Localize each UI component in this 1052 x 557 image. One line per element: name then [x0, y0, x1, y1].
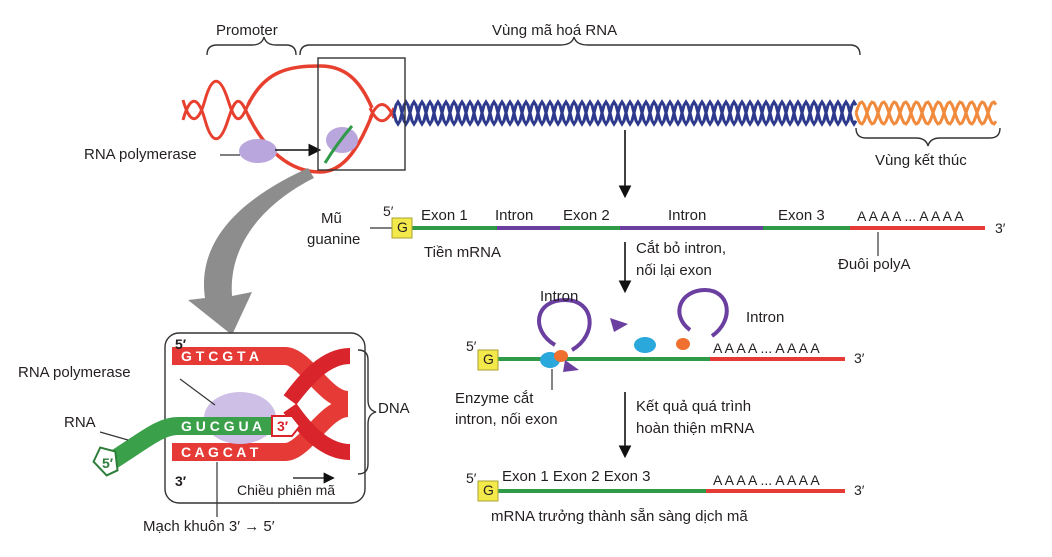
rna-polymerase-label: RNA polymerase — [84, 146, 197, 163]
direction-label: Chiều phiên mã — [237, 482, 336, 498]
polya-a-label: A A A A ... A A A A — [857, 208, 964, 224]
helix-strand-2 — [392, 99, 858, 127]
dna-helix-after-bubble — [368, 103, 396, 123]
g-cap-c: G — [483, 482, 494, 498]
intron-loop-left — [537, 297, 592, 352]
intron-c-label: Intron — [540, 288, 579, 305]
seq-rna: G U C G U A — [181, 418, 263, 434]
five-prime-c: 5′ — [466, 470, 477, 486]
template-strand-label: Mạch khuôn 3′ → 5′ — [143, 518, 275, 535]
rna-5prime-tag — [92, 446, 119, 477]
enzyme-blob-orange — [676, 338, 690, 350]
coding-region-label: Vùng mã hoá RNA — [492, 22, 618, 39]
intron-loop-right — [677, 287, 729, 338]
step1-line1: Cắt bỏ intron, — [636, 240, 727, 257]
inset-3prime: 3′ — [175, 473, 187, 489]
promoter-label: Promoter — [216, 22, 278, 39]
g-cap-box-b — [477, 349, 499, 371]
dna-helix-terminator — [854, 100, 998, 126]
promoter-brace — [206, 36, 297, 56]
three-prime-c: 3′ — [854, 482, 865, 498]
rna-3prime-label: 3′ — [277, 418, 289, 434]
cap-label-2: guanine — [307, 231, 361, 248]
rna-polymerase-blob — [239, 139, 277, 163]
three-prime-b: 3′ — [854, 350, 865, 366]
step2-line1: Kết quả quá trình — [636, 398, 752, 415]
inset-crossover-a — [283, 348, 351, 405]
polya-tail-label: Đuôi polyA — [838, 256, 911, 273]
rna-pointer — [99, 431, 129, 441]
step1-line2: nối lại exon — [636, 262, 712, 279]
helix-strand-2 — [854, 100, 998, 126]
enzyme-complex-purple — [563, 360, 579, 372]
exon3-label: Exon 3 — [778, 207, 825, 224]
helix-strand-1 — [392, 99, 858, 127]
enzyme-line2: intron, nối exon — [455, 411, 558, 428]
g-cap-a: G — [397, 219, 408, 235]
zoom-box — [317, 57, 406, 171]
termination-label: Vùng kết thúc — [875, 152, 967, 169]
helix-strand-1 — [854, 100, 998, 126]
pre-mrna-label: Tiền mRNA — [424, 244, 501, 261]
zoom-arrow — [188, 168, 314, 335]
mature-mrna-label: mRNA trưởng thành sẵn sàng dịch mã — [491, 508, 748, 525]
inset-polymerase-pointer — [179, 378, 216, 406]
g-cap-box-a — [391, 217, 413, 239]
three-prime-a: 3′ — [995, 220, 1006, 236]
inset-rna-label: RNA — [64, 414, 96, 431]
dna-helix-coding — [392, 99, 858, 127]
dna-helix-promoter — [181, 79, 252, 141]
enzyme-line1: Enzyme cắt — [455, 390, 534, 407]
termination-brace — [855, 127, 1001, 147]
five-prime-b: 5′ — [466, 338, 477, 354]
inset-dna-label: DNA — [378, 400, 410, 417]
intron-d-label: Intron — [746, 309, 785, 326]
seq-top: G T C G T A — [181, 348, 260, 364]
intron-b-label: Intron — [668, 207, 707, 224]
transcription-bubble — [246, 64, 374, 109]
inset-dna-brace — [357, 349, 377, 475]
nascent-rna-strand — [323, 125, 354, 164]
enzyme-blob-blue — [634, 337, 656, 353]
cap-label-1: Mũ — [321, 210, 342, 227]
exon2-label: Exon 2 — [563, 207, 610, 224]
polya-c-label: A A A A ... A A A A — [713, 472, 820, 488]
g-cap-box-c — [477, 480, 499, 502]
g-cap-b: G — [483, 351, 494, 367]
inset-5prime: 5′ — [175, 336, 187, 352]
five-prime-a: 5′ — [383, 203, 394, 219]
coding-region-brace — [299, 36, 861, 56]
rna-3prime-tag — [271, 415, 302, 437]
polya-b-label: A A A A ... A A A A — [713, 340, 820, 356]
intron-fragment — [610, 318, 628, 332]
inset-crossover-b — [283, 403, 351, 460]
rna-5prime-label: 5′ — [102, 455, 114, 471]
mature-exons-label: Exon 1 Exon 2 Exon 3 — [502, 468, 651, 485]
step2-line2: hoàn thiện mRNA — [636, 420, 755, 437]
inset-polymerase-label: RNA polymerase — [18, 364, 131, 381]
exon1-label: Exon 1 — [421, 207, 468, 224]
intron-a-label: Intron — [495, 207, 534, 224]
inset-rna-strand — [105, 417, 272, 470]
enzyme-complex-orange — [554, 350, 568, 362]
seq-bottom: C A G C A T — [181, 444, 259, 460]
